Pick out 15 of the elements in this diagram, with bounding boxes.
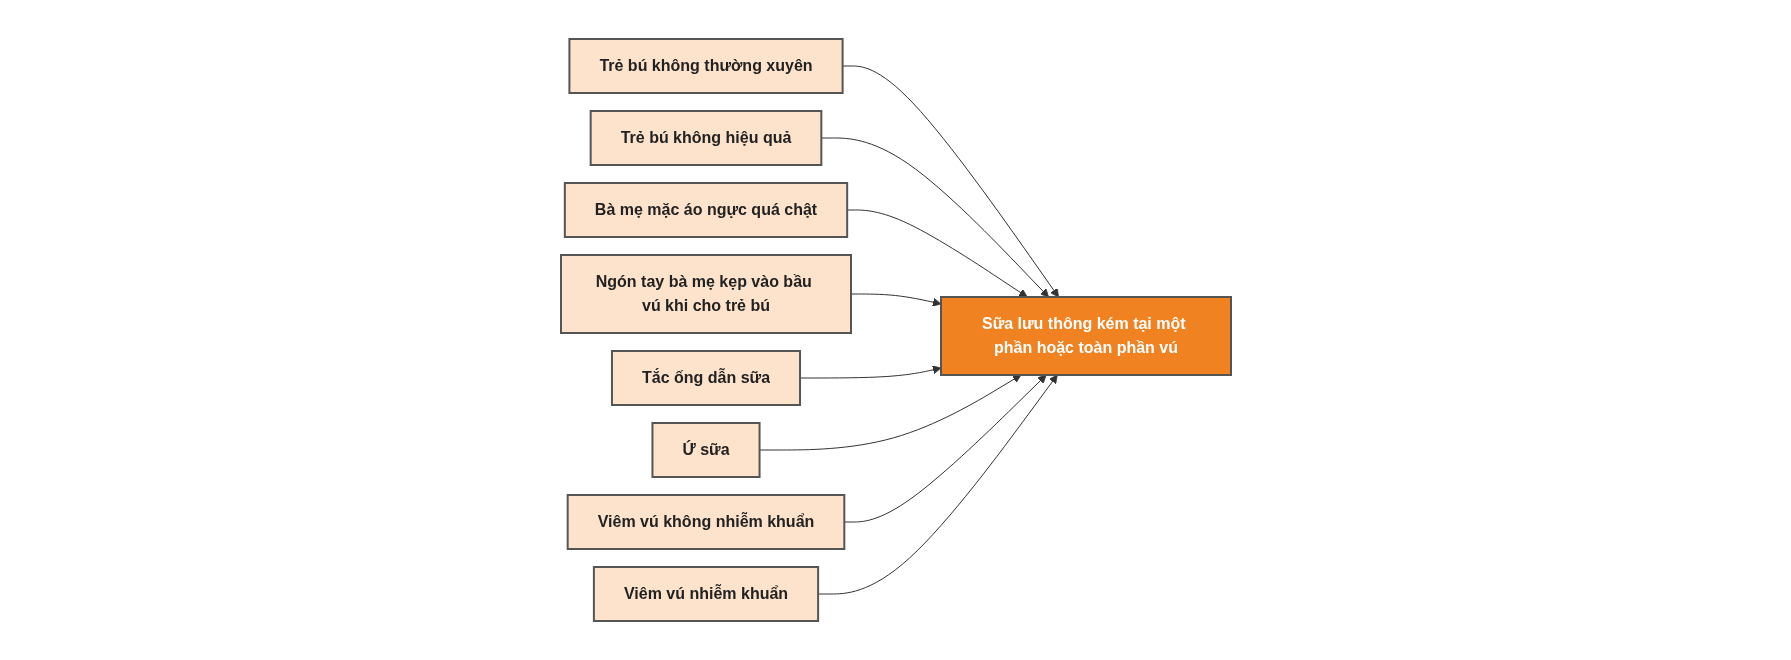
node-box: Tắc ống dẫn sữa <box>610 350 801 406</box>
arrow <box>799 365 941 379</box>
node-box: Trẻ bú không thường xuyên <box>567 38 844 94</box>
node-box: Bà mẹ mặc áo ngực quá chật <box>563 182 848 238</box>
node-box: Viêm vú không nhiễm khuẩn <box>566 494 845 550</box>
arrow <box>850 293 941 307</box>
arrow <box>846 209 1028 298</box>
arrow <box>817 374 1058 595</box>
arrow <box>820 137 1049 298</box>
node-box: Ứ sữa <box>650 422 761 478</box>
node-box: Viêm vú nhiễm khuẩn <box>592 566 819 622</box>
node-box: Sữa lưu thông kém tại một phần hoặc toàn phần vú <box>939 296 1232 376</box>
node-box: Trẻ bú không hiệu quả <box>589 110 822 166</box>
arrow <box>843 374 1047 523</box>
node-box: Ngón tay bà mẹ kẹp vào bầu vú khi cho trẻ bú <box>559 254 852 334</box>
